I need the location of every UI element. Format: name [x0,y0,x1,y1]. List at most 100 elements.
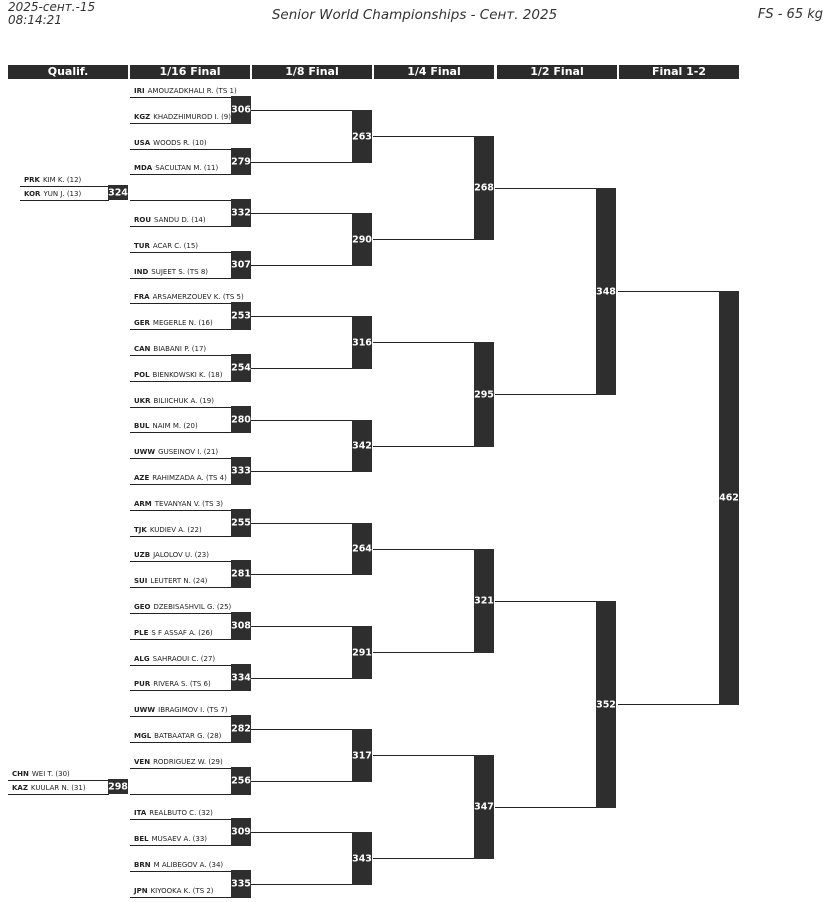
bout-1-16-3[interactable]: 332 [231,199,251,227]
bout-1-2-2[interactable]: 352 [596,601,616,808]
bout-qualif-1[interactable]: 324 [108,185,128,200]
bout-1-2-1[interactable]: 348 [596,188,616,395]
athlete-country: CHN [12,770,29,778]
final-line-1b [618,704,719,705]
bout-1-8-8[interactable]: 343 [352,832,372,885]
bout-1-4-3[interactable]: 321 [474,549,494,653]
bout-1-16-1[interactable]: 306 [231,96,251,124]
1-8-line-8b [251,884,352,885]
bout-number: 280 [231,414,251,425]
bout-1-16-5[interactable]: 253 [231,302,251,330]
athlete-country: BUL [134,422,150,430]
bout-1-16-16[interactable]: 335 [231,870,251,898]
1-4-line-4b [373,858,474,859]
bout-1-8-7[interactable]: 317 [352,729,372,782]
bout-1-8-2[interactable]: 290 [352,213,372,266]
athlete-country: KAZ [12,784,28,792]
1-8-line-5a [251,523,352,524]
1-2-line-1b [495,394,596,395]
athlete-country: PRK [24,176,40,184]
bout-1-16-4[interactable]: 307 [231,251,251,279]
bout-1-8-1[interactable]: 263 [352,110,372,163]
round-header-1: Qualif. [8,65,129,79]
athlete-country: ARM [134,500,152,508]
bout-1-16-7[interactable]: 280 [231,406,251,433]
bout-final-1[interactable]: 462 [719,291,739,705]
bout-1-16-11[interactable]: 308 [231,612,251,640]
bout-1-16-9[interactable]: 255 [231,509,251,537]
athlete-name: KHADZHIMUROD I. (9) [153,113,231,121]
bracket-slot-1-16-3a[interactable] [130,188,231,201]
bout-1-16-6[interactable]: 254 [231,354,251,382]
1-2-line-2a [495,601,596,602]
bout-1-16-10[interactable]: 281 [231,560,251,588]
1-8-line-1b [251,162,352,163]
athlete-name: KUULAR N. (31) [30,784,86,792]
bout-1-8-6[interactable]: 291 [352,626,372,679]
bout-1-4-1[interactable]: 268 [474,136,494,240]
bout-qualif-2[interactable]: 298 [108,779,128,794]
report-time: 08:14:21 [8,13,62,27]
bracket-slot-1-16-14b[interactable] [130,782,231,795]
athlete-country: MDA [134,164,153,172]
athlete-country: MGL [134,732,152,740]
athlete-name: WOODS R. (10) [153,139,207,147]
1-4-line-3b [373,652,474,653]
bout-1-16-2[interactable]: 279 [231,148,251,175]
athlete-country: AZE [134,474,150,482]
bout-1-4-2[interactable]: 295 [474,342,494,447]
athlete-name: BIENKOWSKI K. (18) [152,371,223,379]
bout-1-8-5[interactable]: 264 [352,523,372,575]
bout-1-16-8[interactable]: 333 [231,457,251,485]
bout-1-16-14[interactable]: 256 [231,767,251,795]
bout-1-16-13[interactable]: 282 [231,715,251,743]
bout-1-16-15[interactable]: 309 [231,818,251,846]
athlete-country: PUR [134,680,151,688]
bout-1-16-12[interactable]: 334 [231,664,251,691]
bout-number: 308 [231,620,251,632]
athlete-country: KGZ [134,113,151,121]
bout-number: 279 [231,156,251,167]
athlete-name: MEGERLE N. (16) [152,319,213,327]
bout-1-8-3[interactable]: 316 [352,316,372,369]
bout-1-8-4[interactable]: 342 [352,420,372,472]
1-8-line-8a [251,832,352,833]
bout-number: 253 [231,310,251,322]
bout-1-4-4[interactable]: 347 [474,755,494,859]
athlete-country: BRN [134,861,151,869]
